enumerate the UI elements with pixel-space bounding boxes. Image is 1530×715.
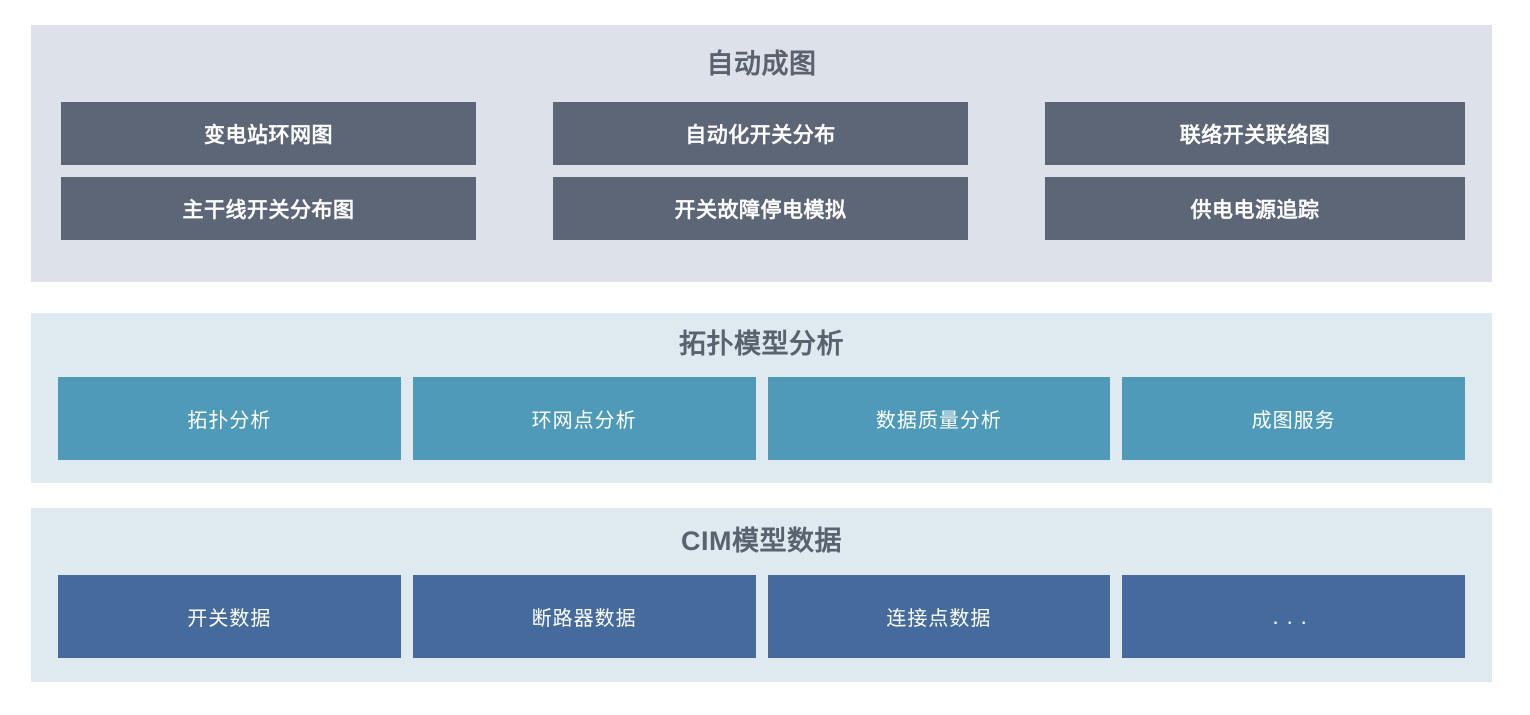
- button-data-quality-analysis[interactable]: 数据质量分析: [767, 377, 1111, 460]
- cim-button-grid: 开关数据 断路器数据 连接点数据 ...: [31, 575, 1492, 658]
- button-connectivity-node-data[interactable]: 连接点数据: [767, 575, 1111, 658]
- button-switch-fault-outage-simulation[interactable]: 开关故障停电模拟: [553, 177, 968, 240]
- auto-mapping-button-grid: 变电站环网图 自动化开关分布 联络开关联络图 主干线开关分布图 开关故障停电模拟…: [31, 102, 1492, 240]
- button-power-supply-source-tracing[interactable]: 供电电源追踪: [1045, 177, 1465, 240]
- button-topology-analysis[interactable]: 拓扑分析: [58, 377, 401, 460]
- panel-topology-model-analysis: 拓扑模型分析 拓扑分析 环网点分析 数据质量分析 成图服务: [31, 313, 1492, 483]
- button-automated-switch-distribution[interactable]: 自动化开关分布: [553, 102, 968, 165]
- topology-button-grid: 拓扑分析 环网点分析 数据质量分析 成图服务: [31, 377, 1492, 460]
- panel-auto-mapping-title: 自动成图: [706, 49, 817, 79]
- button-more-data[interactable]: ...: [1122, 575, 1465, 658]
- button-substation-ring-network-diagram[interactable]: 变电站环网图: [61, 102, 476, 165]
- button-trunk-line-switch-distribution-diagram[interactable]: 主干线开关分布图: [61, 177, 476, 240]
- button-switch-data[interactable]: 开关数据: [58, 575, 401, 658]
- panel-cim-model-data: CIM模型数据 开关数据 断路器数据 连接点数据 ...: [31, 508, 1492, 682]
- button-ring-network-point-analysis[interactable]: 环网点分析: [412, 377, 756, 460]
- button-circuit-breaker-data[interactable]: 断路器数据: [412, 575, 756, 658]
- panel-topology-model-analysis-title: 拓扑模型分析: [679, 329, 844, 359]
- button-tie-switch-connection-diagram[interactable]: 联络开关联络图: [1045, 102, 1465, 165]
- button-mapping-service[interactable]: 成图服务: [1122, 377, 1465, 460]
- panel-auto-mapping: 自动成图 变电站环网图 自动化开关分布 联络开关联络图 主干线开关分布图 开关故…: [31, 25, 1492, 282]
- panel-cim-model-data-title: CIM模型数据: [681, 526, 842, 556]
